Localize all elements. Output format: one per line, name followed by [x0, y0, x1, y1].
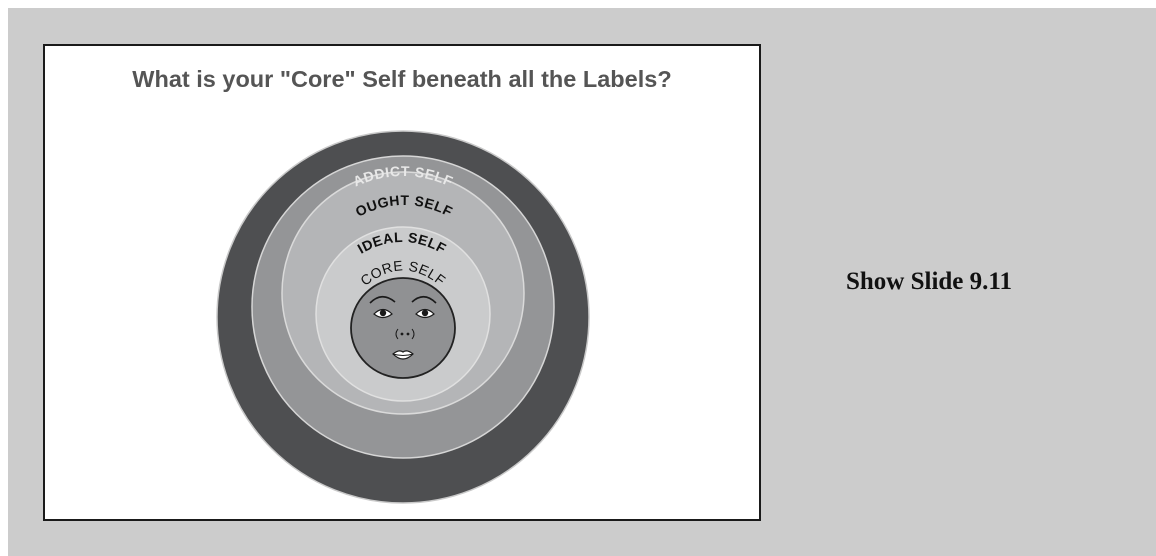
face-oval: [351, 278, 455, 378]
slide-instruction: Show Slide 9.11: [846, 268, 1012, 296]
self-layers-diagram: ADDICT SELF OUGHT SELF IDEAL SELF CORE S…: [45, 46, 759, 519]
slide-frame: What is your "Core" Self beneath all the…: [43, 44, 761, 521]
